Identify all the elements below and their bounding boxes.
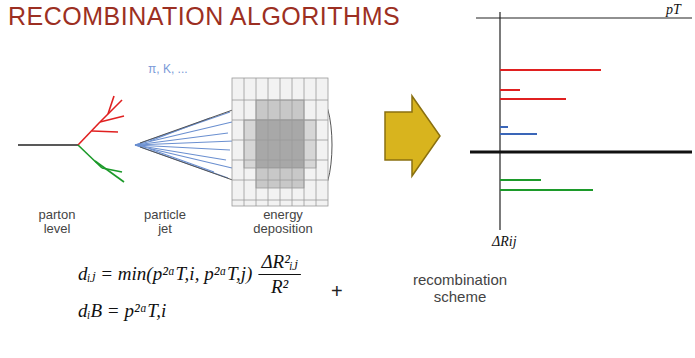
axis-label: ΔRij (492, 234, 517, 250)
formula: dᵢⱼ = min(p²ᵅT,i, p²ᵅT,j) (78, 262, 252, 285)
plus-sign: + (331, 280, 343, 303)
formula: dᵢB = p²ᵅT,i (78, 300, 166, 322)
stage-label: particle jet (136, 208, 194, 237)
yellow-arrow (385, 96, 440, 176)
slide-title: RECOMBINATION ALGORITHMS (8, 2, 400, 31)
formula-numerator: ΔR²ᵢⱼ (261, 250, 297, 273)
calorimeter (232, 78, 328, 206)
scheme-label: recombination scheme (400, 272, 520, 305)
parton-shower (18, 96, 124, 182)
pt-chart (470, 12, 692, 230)
particle-label: π, K, ... (148, 62, 188, 76)
particle-jet (135, 112, 234, 178)
fraction-bar (258, 274, 300, 275)
stage-label: energy deposition (245, 208, 321, 237)
axis-label: pT (666, 2, 681, 18)
stage-label: parton level (28, 208, 86, 237)
formula-denominator: R² (271, 276, 288, 298)
